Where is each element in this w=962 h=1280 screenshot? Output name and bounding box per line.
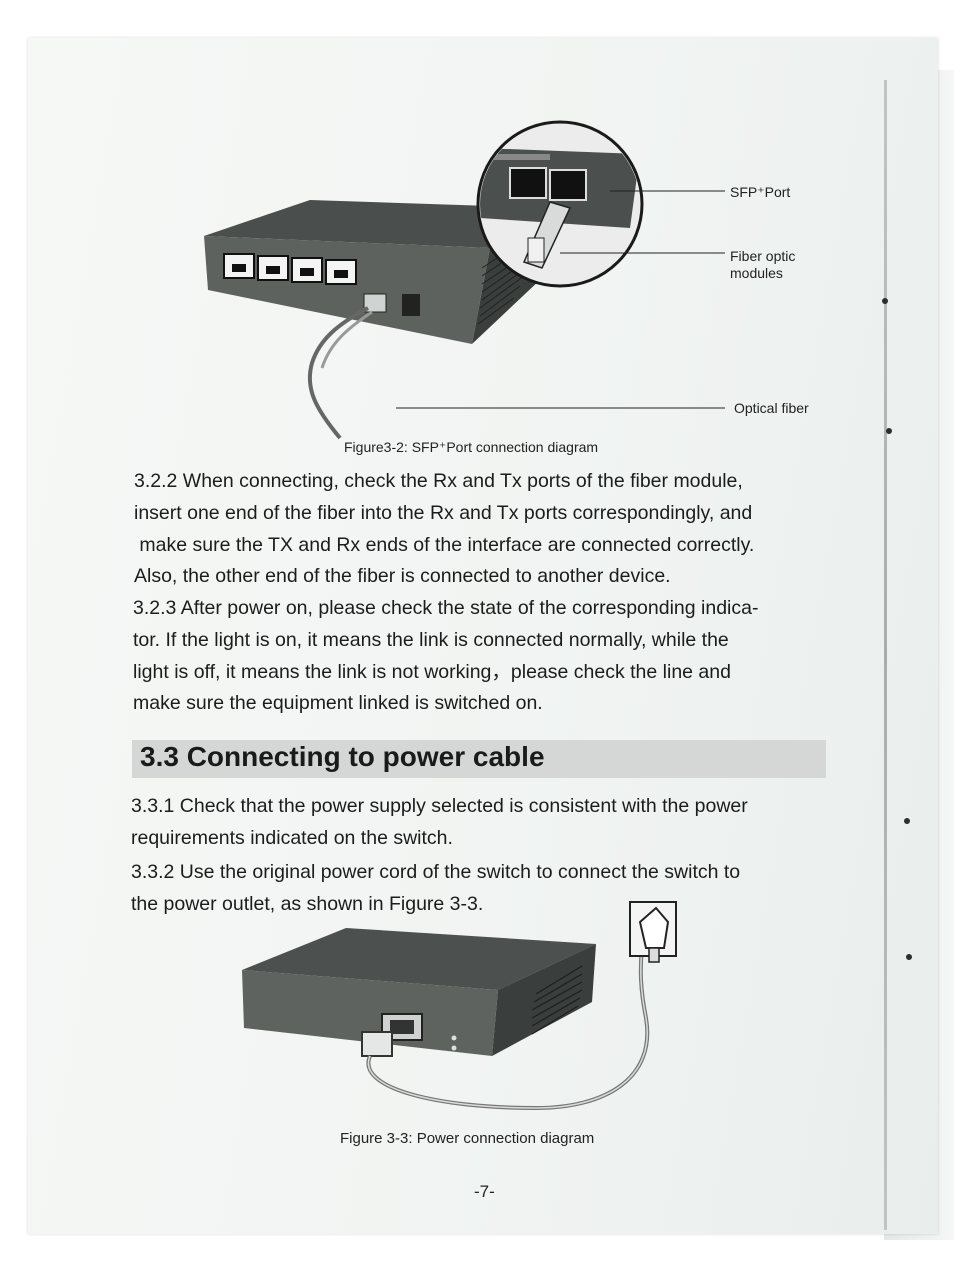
binding-stitch	[882, 298, 888, 304]
sfp-module-inserted	[363, 293, 387, 313]
fiber-cable	[307, 306, 369, 440]
binding-stitch	[904, 818, 910, 824]
page-binding	[884, 80, 887, 1230]
text-line: requirements indicated on the switch.	[131, 826, 453, 849]
callout-optical-fiber: Optical fiber	[734, 400, 809, 416]
text-line: make sure the equipment linked is switch…	[133, 692, 543, 715]
power-connection-illustration	[242, 901, 677, 1111]
rj45-port	[257, 255, 289, 281]
section-heading-3-3: 3.3 Connecting to power cable	[140, 741, 545, 772]
figure-3-2-caption: Figure3-2: SFP⁺Port connection diagram	[344, 439, 599, 455]
section-heading-bar	[132, 740, 826, 778]
text-line: 3.2.3 After power on, please check the s…	[133, 597, 759, 619]
callout-fiber-modules-line: modules	[730, 265, 783, 281]
paragraph-3-3-1: 3.3.1 Check that the power supply select…	[131, 791, 831, 855]
power-plug	[361, 1031, 393, 1057]
text-line: insert one end of the fiber into the Rx …	[134, 501, 753, 524]
paragraph-3-3-2: 3.3.2 Use the original power cord of the…	[131, 857, 831, 921]
binding-stitch	[906, 954, 912, 960]
switch-top	[204, 200, 550, 248]
text-line: 3.3.2 Use the original power cord of the…	[131, 861, 741, 883]
text-line: 3.2.2 When connecting, check the Rx and …	[134, 470, 743, 492]
paragraph-3-2-3: 3.2.3 After power on, please check the s…	[133, 593, 833, 720]
switch-side	[492, 944, 596, 1056]
binding-stitch	[886, 428, 892, 434]
sfp-port-small	[402, 294, 420, 316]
callout-fiber-modules-line: Fiber optic	[730, 248, 796, 264]
callout-sfp-port: SFP⁺Port	[730, 184, 791, 200]
paragraph-3-2-2: 3.2.2 When connecting, check the Rx and …	[134, 466, 834, 593]
sfp-connection-illustration	[204, 120, 725, 440]
wall-plug	[638, 906, 670, 949]
text-line: tor. If the light is on, it means the li…	[133, 628, 729, 651]
text-line: light is off, it means the link is not w…	[133, 660, 731, 683]
text-line: 3.3.1 Check that the power supply select…	[131, 795, 748, 817]
text-line: make sure the TX and Rx ends of the inte…	[134, 533, 755, 556]
page-number: -7-	[474, 1182, 495, 1201]
callout-fiber-modules: Fiber optic modules	[730, 248, 795, 282]
figure-3-3-caption: Figure 3-3: Power connection diagram	[340, 1130, 595, 1147]
switch-back	[242, 970, 498, 1056]
text-line: the power outlet, as shown in Figure 3-3…	[131, 892, 484, 915]
switch-top	[242, 928, 596, 990]
text-line: Also, the other end of the fiber is conn…	[134, 565, 671, 588]
switch-front	[204, 236, 490, 344]
